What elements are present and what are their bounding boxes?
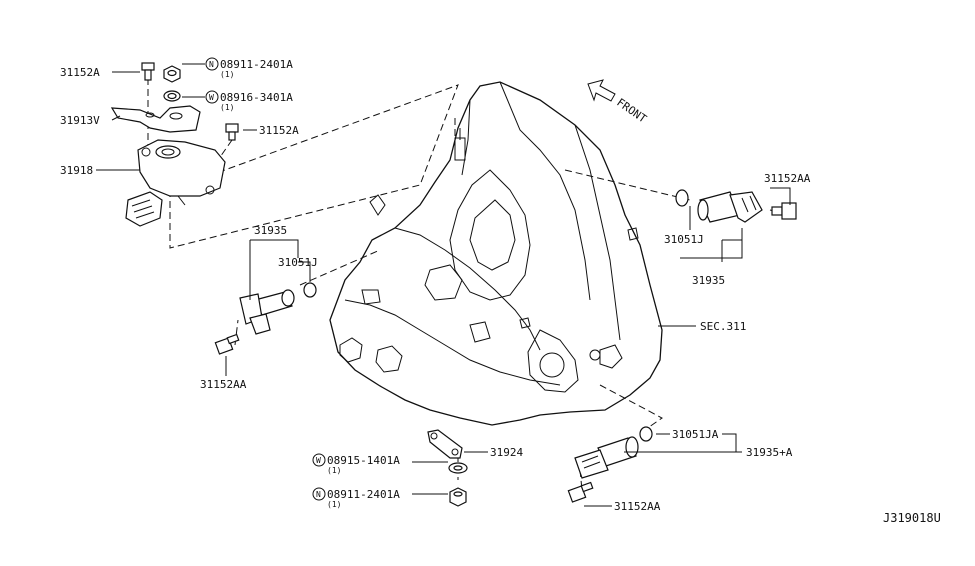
label-sec311: SEC.311 [700,320,746,333]
label-08916: 08916-3401A [220,91,293,104]
bolt-31152A-mid [225,123,239,141]
qty-08911-bottom: (1) [327,500,341,509]
label-31051J-right: 31051J [664,233,704,246]
bolt-31152AA-right [771,202,797,220]
label-31152AA-bottom: 31152AA [614,500,661,513]
qty-08915: (1) [327,466,341,475]
badge-08911-top: N [205,57,219,71]
label-08911-bottom: 08911-2401A [327,488,400,501]
label-31152A-top: 31152A [60,66,100,79]
front-label: FRONT [614,96,649,126]
label-31924: 31924 [490,446,523,459]
label-31935-left: 31935 [254,224,287,237]
badge-08915: W [312,453,326,467]
svg-text:W: W [209,93,214,102]
badge-08916: W [205,90,219,104]
oring-31051J-left [303,282,317,298]
oring-31051J-right [675,189,689,207]
bracket-31913V [110,105,201,133]
label-31152AA-right: 31152AA [764,172,811,185]
label-31913V: 31913V [60,114,100,127]
svg-text:N: N [209,60,214,69]
washer-08916 [163,90,181,102]
label-31935-right: 31935 [692,274,725,287]
diagram-code: J319018U [883,511,941,525]
bolt-31152A-top [141,62,155,81]
label-08911-top: 08911-2401A [220,58,293,71]
badge-08911-bottom: N [312,487,326,501]
lever-31924 [427,429,463,459]
transmission-assembly [329,81,663,426]
label-31152AA-left: 31152AA [200,378,247,391]
qty-08916: (1) [220,103,234,112]
bolt-31152AA-bottom [567,481,594,503]
inhibitor-switch-31918 [125,139,226,227]
label-31152A-mid: 31152A [259,124,299,137]
sensor-31935-right [697,191,763,223]
sensor-31935A [574,436,639,479]
label-31051J-left: 31051J [278,256,318,269]
nut-08911-bottom [449,487,467,507]
washer-08915 [448,462,468,474]
label-08915: 08915-1401A [327,454,400,467]
label-31051JA: 31051JA [672,428,719,441]
sensor-31935-left [239,289,295,335]
oring-31051JA [639,426,653,442]
bolt-31152AA-left [214,333,240,355]
svg-text:W: W [316,456,321,465]
leader-lines [96,63,791,507]
label-31918: 31918 [60,164,93,177]
qty-08911-top: (1) [220,70,234,79]
nut-08911-top [163,65,181,83]
svg-text:N: N [316,490,321,499]
front-arrow-icon [587,79,616,102]
label-31935A: 31935+A [746,446,793,459]
